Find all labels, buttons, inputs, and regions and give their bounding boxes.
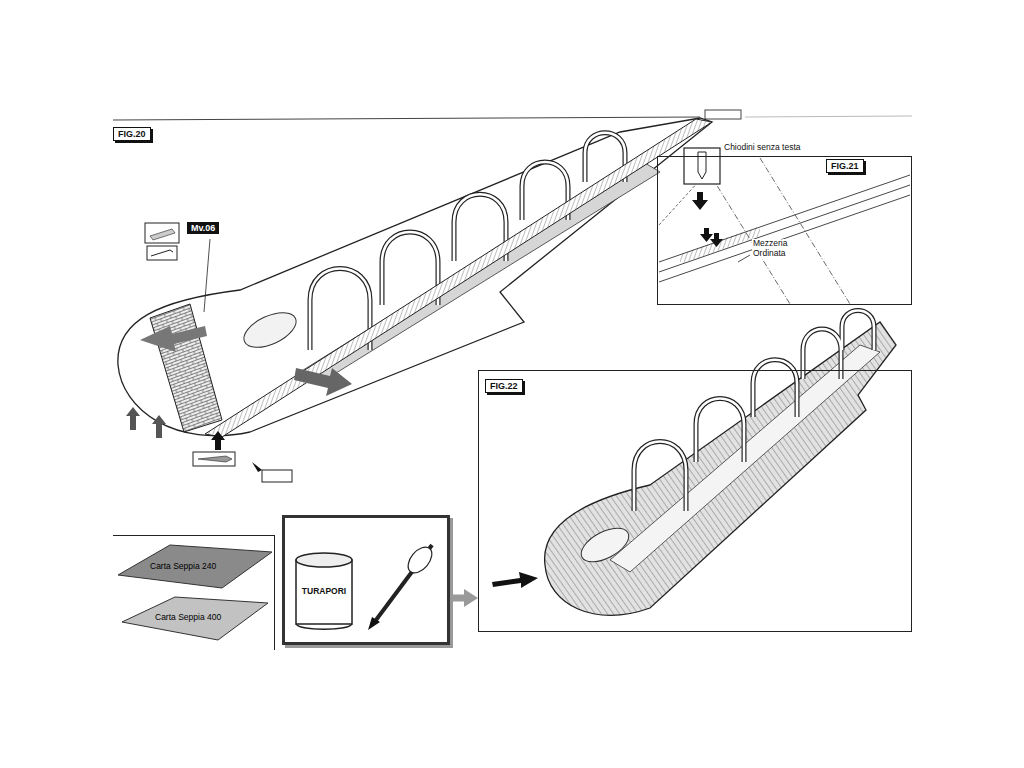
drawing-part: [118, 545, 272, 588]
drawing-part: [126, 407, 140, 430]
drawing-part: [310, 133, 625, 350]
drawing-part: [296, 560, 352, 624]
hull-fig20: [118, 118, 712, 482]
step-panel: TURAPORI: [282, 515, 450, 645]
drawing-part: [634, 311, 874, 512]
drawing-part: [193, 452, 235, 466]
drawing-part: [152, 415, 166, 438]
figure-panel: FIG.22: [478, 370, 912, 632]
drawing-part: [150, 304, 222, 432]
callout-label: Mezzeria Ordinata: [752, 239, 806, 259]
drawing-part: [252, 462, 262, 472]
detail-fig21: [659, 148, 910, 304]
flow-arrow: [450, 595, 468, 602]
drawing-part: [198, 456, 232, 462]
drawing-part: [680, 226, 760, 264]
drawing-part: [684, 148, 720, 184]
drawing-part: [368, 617, 380, 630]
drawing-part: [634, 311, 874, 512]
figure-number: FIG.20: [118, 129, 146, 139]
drawing-part: [296, 624, 352, 629]
drawing-part: [294, 368, 352, 396]
figure-panel: FIG.21Chiodini senza testaMezzeria Ordin…: [657, 156, 912, 305]
material-label: Carta Seppia 400: [155, 613, 221, 623]
figure-number: FIG.22: [485, 379, 523, 393]
figure-tab: FIG.20: [113, 127, 151, 141]
sealer-can: [296, 543, 437, 630]
material-label: Carta Seppia 240: [150, 562, 216, 572]
drawing-part: [122, 597, 268, 640]
hull-fig22: [492, 311, 896, 616]
drawing-part: [700, 158, 850, 304]
drawing-part: [296, 553, 352, 567]
drawing-part: [710, 233, 723, 247]
drawing-part: [145, 223, 179, 243]
drawing-part: [745, 116, 912, 117]
step-panel: Carta Seppia 240Carta Seppia 400: [113, 535, 275, 650]
drawing-part: [113, 117, 700, 120]
drawing-part: [492, 572, 538, 588]
product-label: TURAPORI: [296, 587, 352, 597]
drawing-part: [150, 229, 175, 240]
drawing-part: [310, 133, 625, 350]
figure-number: FIG.21: [826, 159, 864, 173]
drawing-part: [576, 521, 634, 568]
drawing-part: [634, 311, 874, 512]
drawing-part: [239, 305, 302, 354]
drawing-part: [147, 246, 177, 260]
sandpaper-sheets: [118, 545, 272, 640]
drawing-part: [151, 250, 173, 256]
drawing-part: [403, 543, 436, 578]
drawing-part: [205, 119, 712, 437]
drawing-part: [634, 311, 874, 512]
drawing-part: [692, 192, 708, 210]
drawing-part: [738, 255, 750, 262]
drawing-part: [211, 431, 225, 450]
page-edge: [113, 110, 912, 120]
drawing-part: [140, 326, 207, 352]
drawing-part: [204, 239, 210, 312]
drawing-part: [310, 133, 625, 350]
drawing-part: [262, 470, 292, 482]
note-text: Chiodini senza testa: [724, 143, 801, 153]
drawing-part: [310, 133, 625, 350]
drawing-part: [659, 175, 910, 282]
drawing-part: [705, 110, 741, 119]
part-code: Mv.06: [187, 222, 219, 234]
